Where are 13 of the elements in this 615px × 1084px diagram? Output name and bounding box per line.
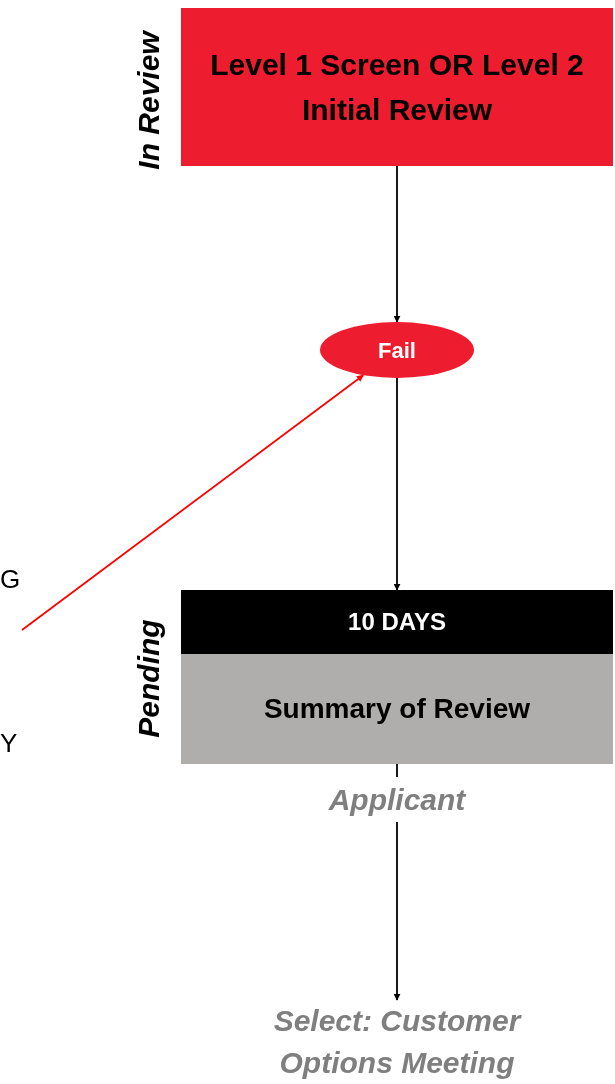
stage-label: In Review <box>130 29 166 172</box>
arrow <box>21 374 365 631</box>
cut-off-text: G <box>0 563 21 596</box>
process-box <box>181 8 613 166</box>
duration-band: 10 DAYS <box>181 590 613 654</box>
outcome-text: Select: Customer Options Meeting <box>222 1000 572 1084</box>
summary-panel: Summary of Review <box>181 654 613 764</box>
arrow <box>393 377 401 591</box>
cut-off-text: Y <box>0 727 18 760</box>
stage-label: Pending <box>130 618 166 740</box>
box-title: Level 1 Screen OR Level 2 Initial Review <box>209 47 585 128</box>
result-ellipse: Fail <box>320 322 474 378</box>
arrow <box>393 165 401 323</box>
